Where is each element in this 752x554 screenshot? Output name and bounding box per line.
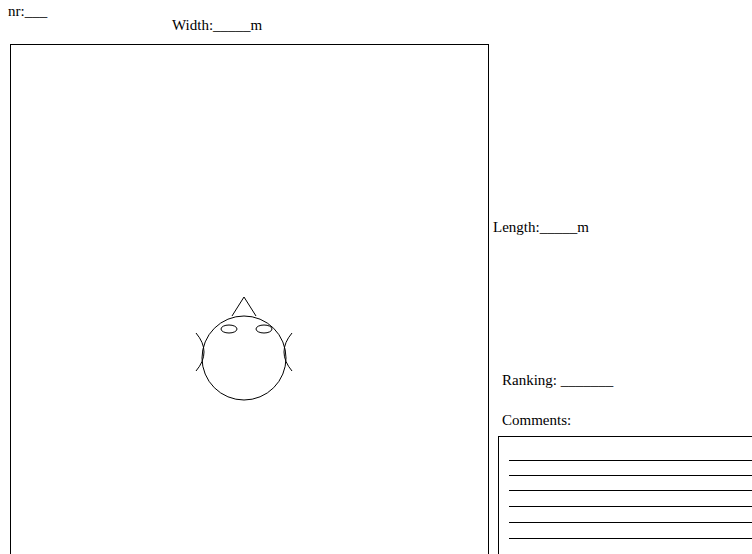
room-outline: [11, 45, 489, 554]
comments-box: [499, 437, 752, 554]
length-field: Length:_____m: [493, 218, 589, 236]
form-number: nr:___: [8, 2, 47, 20]
comments-heading: Comments:: [502, 411, 571, 429]
head-symbol: [196, 297, 292, 400]
ranking-field: Ranking: _______: [502, 371, 613, 389]
width-field: Width:_____m: [172, 16, 262, 34]
